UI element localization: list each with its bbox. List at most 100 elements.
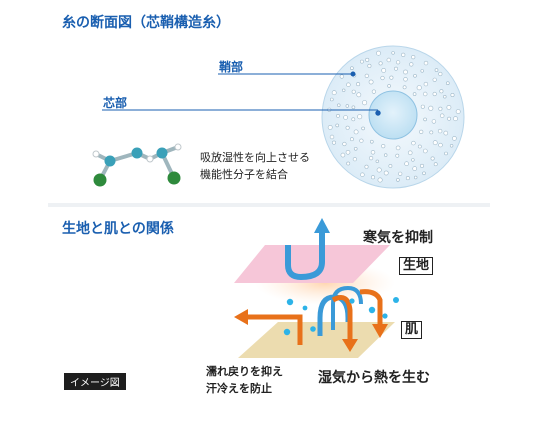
core-label: 芯部 <box>103 96 128 110</box>
sheath-dot <box>438 142 443 148</box>
sheath-dot <box>331 90 337 96</box>
sheath-dot <box>336 114 340 118</box>
relation-title: 生地と肌との関係 <box>62 221 174 237</box>
fabric-label: 生地 <box>399 257 434 275</box>
molecule-caption-line2: 機能性分子を結合 <box>200 168 288 181</box>
sheath-dot <box>419 163 424 168</box>
sheath-dot <box>356 92 362 98</box>
sheath-dot <box>422 171 426 176</box>
skin-label: 肌 <box>401 321 423 339</box>
cross-section-title: 糸の断面図（芯鞘構造糸） <box>62 15 230 31</box>
sheath-dot <box>327 125 333 130</box>
sheath-dot <box>362 100 368 106</box>
sheath-dot <box>377 177 383 183</box>
sheath-dot <box>438 106 443 111</box>
sheath-dot <box>381 144 386 149</box>
sheath-dot <box>389 75 394 80</box>
sheath-dot <box>419 129 424 134</box>
sheath-dot <box>335 123 340 128</box>
sheath-dot <box>353 129 359 135</box>
sheath-dot <box>380 75 385 81</box>
core-circle <box>368 90 418 140</box>
right-caption: 湿気から熱を生む <box>318 370 430 386</box>
sheath-dot <box>364 164 369 169</box>
fiber-cross-section <box>321 45 465 189</box>
sheath-dot <box>337 103 341 107</box>
core-leader-dot <box>375 110 381 116</box>
sheath-dot <box>412 92 417 96</box>
sheath-dot <box>437 128 443 134</box>
sheath-dot <box>329 97 334 102</box>
sheath-leader-dot <box>350 71 356 77</box>
sheath-dot <box>331 140 336 145</box>
molecule-icon <box>92 143 182 187</box>
sheath-dot <box>450 93 455 98</box>
molecule-caption-line1: 吸放湿性を向上させる <box>200 151 310 164</box>
leader-lines <box>102 71 381 116</box>
sheath-dot <box>432 91 437 97</box>
sheath-dot <box>388 164 393 168</box>
sheath-dot <box>340 152 346 158</box>
sheath-dot <box>405 176 410 181</box>
sheath-dot <box>414 175 418 180</box>
sheath-dot <box>440 113 445 118</box>
sheath-dot <box>353 147 358 151</box>
sheath-dot <box>346 161 351 166</box>
sheath-dot <box>407 150 413 156</box>
sheath-dot <box>394 66 398 71</box>
sheath-dot <box>411 54 416 60</box>
sheath-dot <box>351 89 356 94</box>
sheath-dot <box>383 170 389 176</box>
sheath-dot <box>396 60 401 65</box>
sheath-dot <box>412 166 418 171</box>
sheath-dot <box>352 157 358 162</box>
sheath-dot <box>403 69 408 75</box>
sheath-dot <box>402 85 407 90</box>
sheath-dot <box>365 57 370 62</box>
sheath-dot <box>342 88 346 93</box>
sheath-dot <box>438 71 443 77</box>
cold-air-label: 寒気を抑制 <box>363 230 433 246</box>
sheath-dot <box>423 81 429 87</box>
sheath-dot <box>360 172 365 177</box>
skin-layer <box>238 322 395 358</box>
sheath-dot <box>395 153 400 158</box>
sheath-dot <box>409 62 414 67</box>
sheath-dot <box>378 61 383 66</box>
sheath-dot <box>376 50 381 56</box>
sheath-dot <box>434 68 439 72</box>
layers-illustration <box>234 218 399 358</box>
sheath-dot <box>423 60 429 66</box>
sheath-dot <box>345 104 349 108</box>
sheath-dot <box>411 140 416 146</box>
heat-arrow-left <box>246 314 303 345</box>
sheath-dot <box>351 105 356 110</box>
sheath-dot <box>431 119 437 124</box>
sheath-dot <box>420 69 424 73</box>
sheath-dot <box>376 167 382 173</box>
sheath-dot <box>351 117 356 122</box>
sheath-dot <box>439 89 444 94</box>
sheath-dot <box>453 116 458 122</box>
sheath-dot <box>369 139 374 144</box>
sheath-dot <box>396 178 400 182</box>
sheath-dot <box>423 117 427 122</box>
image-tag: イメージ図 <box>64 373 126 390</box>
sheath-dot <box>329 134 335 140</box>
sheath-dot <box>445 81 450 85</box>
sheath-dot <box>381 68 387 73</box>
sheath-dot <box>413 74 417 78</box>
heat-arrow-right <box>359 289 383 324</box>
sheath-dot <box>411 158 415 162</box>
sheath-dot <box>359 59 364 64</box>
sheath-dot <box>364 73 369 78</box>
sheath-dot <box>342 141 347 147</box>
sheath-dot <box>416 85 422 91</box>
sheath-dot <box>357 114 363 120</box>
left-caption-line2: 汗冷えを防止 <box>206 382 272 395</box>
sheath-dot <box>401 52 406 58</box>
panel-divider <box>48 203 490 207</box>
sheath-dot <box>369 156 374 161</box>
sheath-dot <box>359 138 364 143</box>
sheath-dot <box>403 77 408 82</box>
